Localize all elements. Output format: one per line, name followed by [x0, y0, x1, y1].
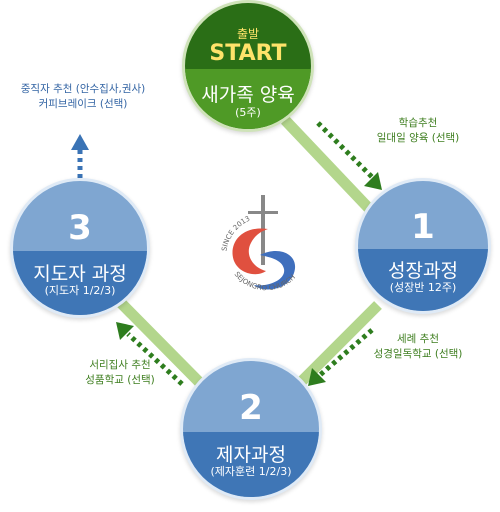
arrow-start-to-1: [316, 121, 382, 190]
note-start-to-1: 학습추천 일대일 양육 (선택): [376, 117, 460, 144]
node-3-leader: 3 지도자 과정 (지도자 1/2/3): [10, 178, 150, 318]
logo-red-shape: [232, 228, 268, 275]
arrow-2-to-3: [116, 322, 184, 386]
node-2-number: 2: [239, 388, 263, 429]
node-1-sub: (성장반 12주): [389, 280, 457, 294]
note-3-next: 중직자 추천 (안수집사,권사) 커피브레이크 (선택): [20, 83, 146, 110]
node-3-sub: (지도자 1/2/3): [44, 283, 116, 297]
logo-blue-shape: [254, 251, 296, 290]
node-3-number: 3: [68, 207, 92, 248]
start-title: 새가족 양육: [201, 83, 295, 106]
arrow-3-next: [71, 134, 89, 178]
note-1-to-2: 세례 추천 성경일독학교 (선택): [373, 333, 463, 360]
start-label: START: [209, 41, 287, 66]
start-node: 출발 START 새가족 양육 (5주): [182, 0, 314, 132]
note-2-to-3: 서리집사 추천 성품학교 (선택): [85, 359, 155, 386]
node-3-title: 지도자 과정: [33, 262, 127, 285]
node-2-disciple: 2 제자과정 (제자훈련 1/2/3): [180, 358, 322, 500]
node-1-growth: 1 성장과정 (성장반 12주): [355, 178, 491, 314]
connector-start-to-1: [281, 116, 382, 222]
church-logo: SINCE 2013 SEJONGRO CHURCH: [220, 195, 297, 292]
node-2-title: 제자과정: [216, 443, 286, 466]
connector-1-to-2: [291, 301, 382, 392]
node-1-title: 성장과정: [388, 260, 458, 283]
start-sub: (5주): [235, 105, 261, 119]
node-2-sub: (제자훈련 1/2/3): [210, 465, 292, 478]
arrow-1-to-2: [308, 328, 374, 386]
node-1-number: 1: [411, 207, 435, 247]
start-small-label: 출발: [236, 27, 260, 41]
